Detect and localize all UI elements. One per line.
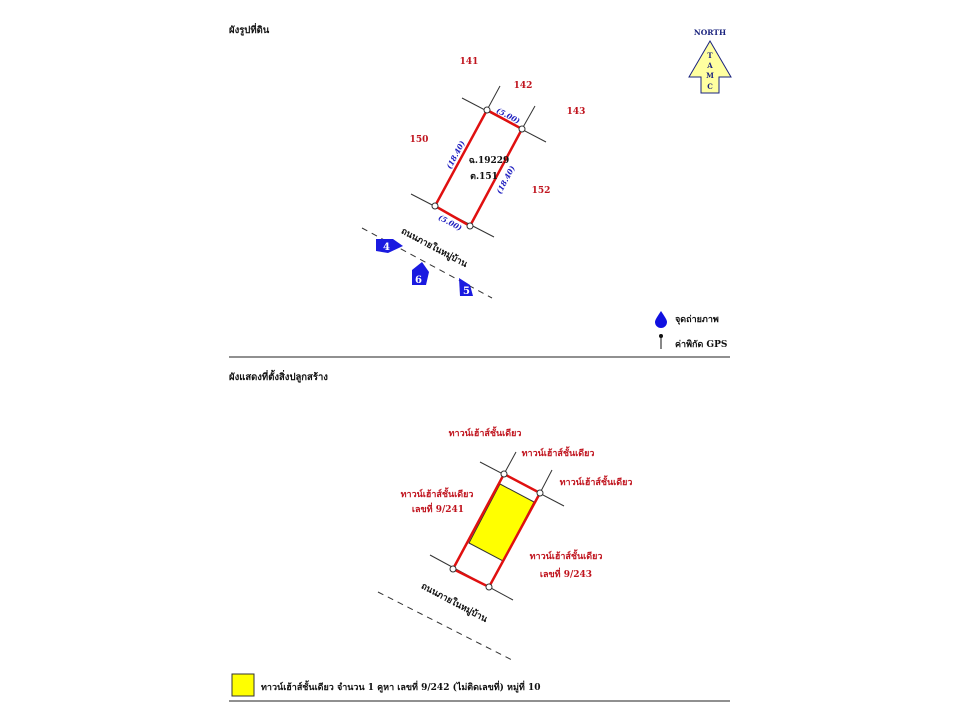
lot-number: ต.151 (470, 172, 498, 182)
corner-marker (518, 125, 526, 133)
map-legend: จุดถ่ายภาพ ค่าพิกัด GPS (655, 311, 727, 350)
legend-gps: ค่าพิกัด GPS (675, 339, 727, 350)
svg-text:C: C (707, 82, 713, 91)
boundary-line (486, 85, 501, 111)
svg-text:5: 5 (463, 286, 470, 297)
photo-point-6: 6 (412, 262, 429, 286)
neighbor-number-bottom-right: เลขที่ 9/243 (540, 567, 592, 580)
land-parcel-diagram: 141 142 143 150 152 ฉ.19229 ต.151 (5.00)… (361, 57, 586, 299)
corner-marker (536, 489, 544, 497)
neighbor-label-bottom-right: ทาวน์เฮ้าส์ชั้นเดียว (530, 549, 603, 562)
neighbor-lot: 142 (514, 81, 533, 91)
svg-text:T: T (707, 51, 713, 60)
legend-swatch (231, 673, 255, 697)
gps-pin-icon (659, 334, 663, 349)
building-diagram: ทาวน์เฮ้าส์ชั้นเดียว ทาวน์เฮ้าส์ชั้นเดีย… (377, 426, 633, 661)
photo-point-5: 5 (459, 278, 473, 297)
neighbor-lot: 152 (532, 186, 551, 196)
svg-text:A: A (706, 61, 713, 70)
corner-marker (485, 583, 493, 591)
corner-marker (449, 565, 457, 573)
road-line (377, 591, 513, 661)
deed-number: ฉ.19229 (469, 156, 510, 166)
neighbor-label-top: ทาวน์เฮ้าส์ชั้นเดียว (449, 426, 522, 439)
north-arrow: NORTH T A M C (688, 28, 732, 94)
corner-marker (500, 470, 508, 478)
photo-point-4: 4 (376, 239, 403, 253)
legend-photo-point: จุดถ่ายภาพ (675, 314, 719, 325)
boundary-line (539, 469, 553, 494)
building-plan-title: ผังแสดงที่ตั้งสิ่งปลูกสร้าง (229, 369, 328, 384)
svg-text:6: 6 (415, 275, 422, 286)
svg-text:4: 4 (383, 242, 390, 253)
neighbor-number-left: เลขที่ 9/241 (412, 502, 464, 515)
neighbor-label-left: ทาวน์เฮ้าส์ชั้นเดียว (401, 487, 474, 500)
svg-text:M: M (706, 71, 714, 80)
building-legend-text: ทาวน์เฮ้าส์ชั้นเดียว จำนวน 1 คูหา เลขที่… (261, 680, 541, 693)
neighbor-lot: 150 (410, 135, 429, 145)
neighbor-label-right: ทาวน์เฮ้าส์ชั้นเดียว (560, 475, 633, 488)
boundary-line (503, 451, 517, 475)
photo-point-icon (655, 311, 667, 328)
building-legend: ทาวน์เฮ้าส์ชั้นเดียว จำนวน 1 คูหา เลขที่… (231, 673, 541, 697)
neighbor-lot: 143 (567, 107, 586, 117)
corner-marker (483, 106, 491, 114)
neighbor-lot: 141 (460, 57, 479, 67)
corner-marker (431, 202, 439, 210)
land-plan-title: ผังรูปที่ดิน (229, 22, 270, 37)
corner-marker (466, 222, 474, 230)
neighbor-label-top-right: ทาวน์เฮ้าส์ชั้นเดียว (522, 446, 595, 459)
boundary-line (521, 105, 536, 130)
svg-text:NORTH: NORTH (694, 28, 726, 37)
dimension-right: (18.40) (495, 164, 518, 196)
